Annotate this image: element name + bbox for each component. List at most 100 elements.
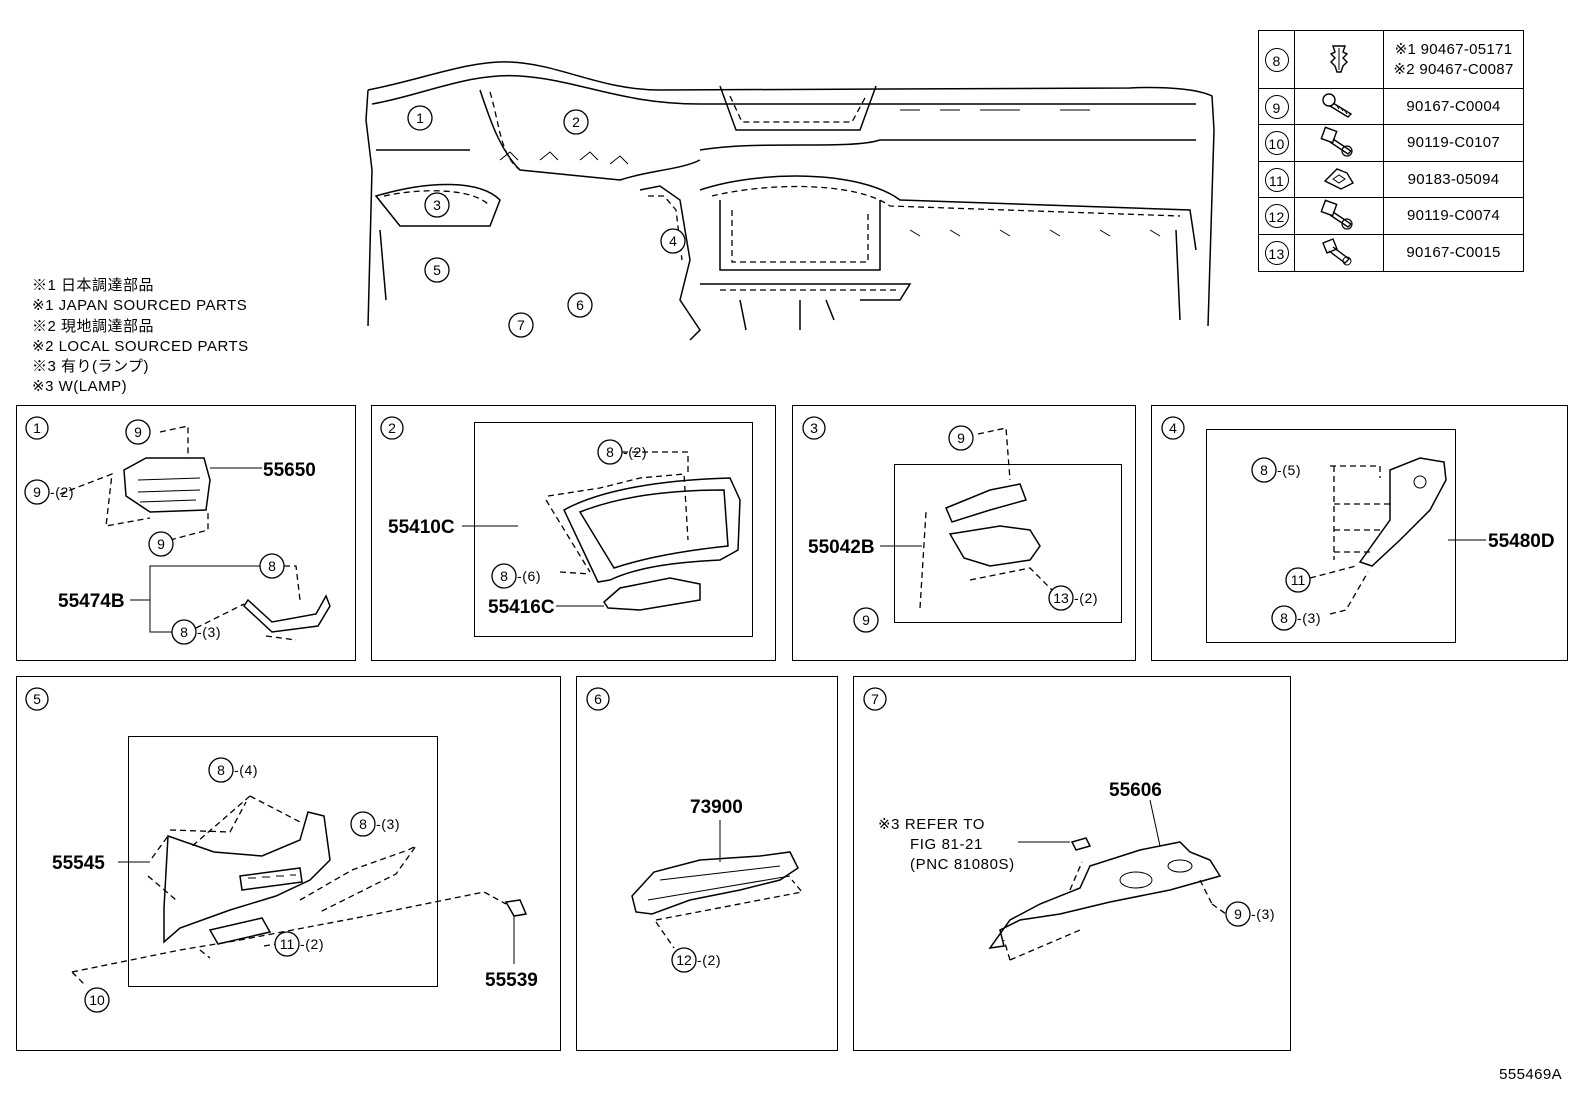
- part-number: ※1 90467-05171: [1394, 40, 1513, 58]
- callout-3: 3: [433, 197, 441, 213]
- ref-circle: 9: [1264, 94, 1289, 119]
- part-number: 90119-C0107: [1406, 134, 1501, 151]
- callout-7: 7: [517, 317, 525, 333]
- callout-4: 4: [669, 233, 677, 249]
- callout-9: 9: [157, 536, 165, 552]
- callout-2: 2: [572, 114, 580, 130]
- panel-3: [792, 405, 1136, 661]
- refer-note-line: ※3 REFER TO: [878, 816, 985, 833]
- callout-9: 9: [134, 424, 142, 440]
- panel-id: 7: [871, 691, 879, 707]
- table-row: 10 90119-C0107: [1258, 124, 1524, 162]
- duct-part-55042B: [948, 525, 1041, 567]
- quantity-label: -(3): [376, 816, 400, 832]
- note-line: ※1 JAPAN SOURCED PARTS: [32, 297, 248, 315]
- ref-circle: 8: [1264, 47, 1289, 72]
- panel-4: [1151, 405, 1568, 661]
- quantity-label: -(5): [1277, 462, 1301, 478]
- callout-6: 6: [576, 297, 584, 313]
- part-number: ※2 90467-C0087: [1393, 60, 1514, 78]
- nut-clip-icon: [1323, 167, 1354, 190]
- panel-id: 4: [1169, 420, 1177, 436]
- quantity-label: -(6): [517, 568, 541, 584]
- part-number-55480D: 55480D: [1488, 531, 1555, 552]
- lower-panel-part-55545: [163, 811, 331, 944]
- quantity-label: -(4): [234, 762, 258, 778]
- part-number-55042B: 55042B: [808, 537, 875, 558]
- callout-8: 8: [217, 762, 225, 778]
- diagram-code: 555469A: [1499, 1066, 1562, 1083]
- panel-1: [16, 405, 356, 661]
- part-number-55545: 55545: [52, 853, 105, 874]
- ref-circle: 11: [1264, 167, 1289, 192]
- part-number: 90167-C0015: [1406, 244, 1501, 261]
- callout-8: 8: [1280, 610, 1288, 626]
- quantity-label: -(2): [50, 484, 74, 500]
- part-number-55539: 55539: [485, 970, 538, 991]
- quantity-label: -(2): [697, 952, 721, 968]
- panel-2: [371, 405, 776, 661]
- table-row: 8 ※1 90467-05171 ※2 90467-C0087: [1258, 30, 1524, 89]
- panel-4-content: 4 8 -(5) 11 8 -(3) 55480D: [1161, 416, 1555, 631]
- panel-5: [16, 676, 561, 1051]
- screw-icon: [1322, 92, 1353, 118]
- part-number-73900: 73900: [690, 797, 743, 818]
- note-line: ※3 有り(ランプ): [32, 358, 150, 376]
- panel-7: [853, 676, 1291, 1051]
- note-line: ※2 LOCAL SOURCED PARTS: [32, 337, 249, 355]
- refer-note-line: FIG 81-21: [910, 836, 983, 853]
- panel-6: [576, 676, 838, 1051]
- callout-8: 8: [359, 816, 367, 832]
- panel-part-55480D: [1358, 457, 1447, 567]
- panel-id: 2: [388, 420, 396, 436]
- quantity-label: -(3): [197, 624, 221, 640]
- quantity-label: -(3): [1297, 610, 1321, 626]
- ref-circle: 12: [1264, 204, 1289, 228]
- dashboard-overview: [365, 61, 1215, 341]
- callout-9: 9: [33, 484, 41, 500]
- callout-9: 9: [1234, 906, 1242, 922]
- fastener-table: 8 ※1 90467-05171 ※2 90467-C0087 9 90167-C…: [1258, 30, 1524, 272]
- cluster-part-55410C: [563, 477, 741, 583]
- panel-3-content: 3 9 9 13 -(2) 55042B: [802, 416, 1098, 633]
- module-part-73900: [631, 851, 799, 915]
- callout-9: 9: [957, 430, 965, 446]
- callout-5: 5: [433, 262, 441, 278]
- part-number-55650: 55650: [263, 460, 316, 481]
- part-number: 90167-C0004: [1406, 97, 1501, 115]
- refer-note-line: (PNC 81080S): [910, 856, 1015, 873]
- connector-part: [1070, 837, 1092, 851]
- panel-2-content: 2 8 -(2) 8 -(6) 55410C 55416C: [380, 416, 741, 618]
- table-row: 12 90119-C0074: [1258, 197, 1524, 235]
- screw-icon: [1322, 238, 1352, 266]
- clip-icon: [1329, 44, 1349, 73]
- panel-id: 6: [594, 691, 602, 707]
- panel-id: 3: [810, 420, 818, 436]
- callout-9: 9: [862, 612, 870, 628]
- note-line: ※2 現地調達部品: [32, 317, 155, 335]
- part-number-55416C: 55416C: [488, 597, 555, 618]
- overview-callouts: 1 2 3 4 5 6 7: [407, 105, 686, 338]
- note-line: ※1 日本調達部品: [32, 277, 155, 294]
- callout-10: 10: [89, 992, 105, 1008]
- quantity-label: -(3): [1251, 906, 1275, 922]
- vent-part-55650: [123, 457, 211, 513]
- callout-8: 8: [268, 558, 276, 574]
- part-number-55474B: 55474B: [58, 591, 125, 612]
- callout-13: 13: [1053, 590, 1069, 606]
- panel-6-content: 6 12 -(2) 73900: [586, 687, 804, 973]
- panel-3-inset: [894, 464, 1122, 623]
- panel-2-inset: [474, 422, 753, 637]
- quantity-label: -(2): [300, 936, 324, 952]
- note-line: ※3 W(LAMP): [32, 378, 128, 396]
- hood-part-55416C: [603, 577, 701, 611]
- panel-id: 1: [33, 420, 41, 436]
- panel-4-inset: [1206, 429, 1456, 643]
- bolt-icon: [1320, 126, 1353, 157]
- callout-1: 1: [416, 110, 424, 126]
- callout-8: 8: [500, 568, 508, 584]
- callout-8: 8: [180, 624, 188, 640]
- table-row: 9 90167-C0004: [1258, 88, 1524, 125]
- ref-circle: 10: [1264, 131, 1289, 155]
